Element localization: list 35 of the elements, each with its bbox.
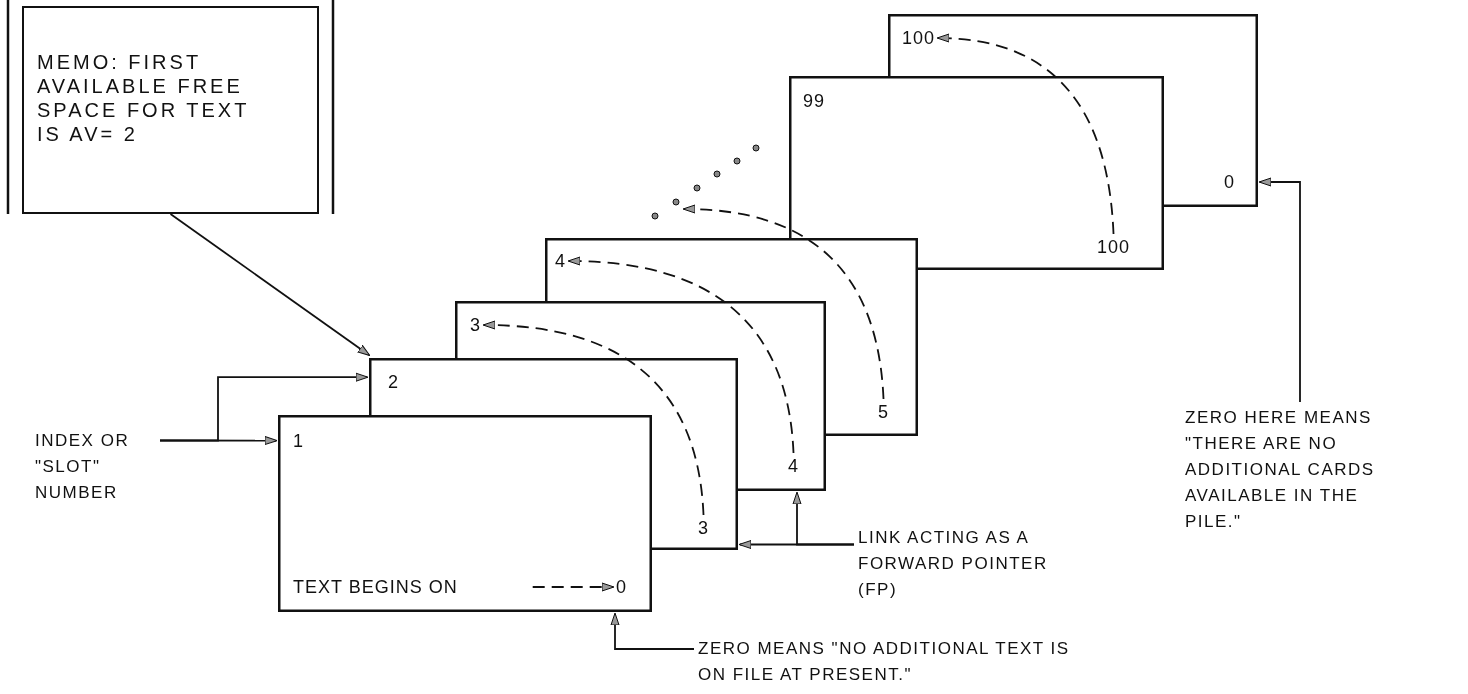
index-card bbox=[789, 76, 1164, 270]
index-card bbox=[455, 301, 826, 491]
card-number: 99 bbox=[803, 90, 826, 112]
arrow bbox=[159, 372, 369, 442]
dashed-arrow bbox=[567, 256, 795, 454]
card-text: TEXT BEGINS ON bbox=[293, 576, 458, 598]
card-number: 1 bbox=[293, 430, 304, 452]
arrow bbox=[610, 612, 695, 650]
card-number: 2 bbox=[388, 371, 399, 393]
card-number: 4 bbox=[788, 455, 799, 477]
index-card bbox=[545, 238, 918, 436]
dashed-arrow bbox=[682, 205, 885, 400]
dashed-arrow bbox=[531, 582, 615, 592]
card-number: 4 bbox=[555, 250, 566, 272]
card-number: 100 bbox=[902, 27, 936, 49]
card-number: 5 bbox=[878, 401, 889, 423]
index-card bbox=[278, 415, 652, 612]
dashed-arrow bbox=[936, 34, 1115, 235]
arrow bbox=[792, 491, 855, 546]
memo-text: MEMO: FIRST AVAILABLE FREE SPACE FOR TEXT IS AV= 2 bbox=[37, 50, 251, 146]
arrow bbox=[169, 213, 371, 357]
card-number: 0 bbox=[1224, 171, 1235, 193]
annotation-text: INDEX OR "SLOT" NUMBER bbox=[35, 428, 160, 506]
dashed-arrow bbox=[482, 320, 705, 516]
annotation-text: ZERO MEANS "NO ADDITIONAL TEXT IS ON FILE AT PRESENT." bbox=[698, 636, 1083, 688]
card-number: 3 bbox=[470, 314, 481, 336]
annotation-text: ZERO HERE MEANS "THERE ARE NO ADDITIONAL CARDS AVAILABLE IN THE PILE." bbox=[1185, 405, 1405, 535]
card-number: 3 bbox=[698, 517, 709, 539]
annotation-text: LINK ACTING AS A FORWARD POINTER (FP) bbox=[858, 525, 1083, 603]
index-card bbox=[369, 358, 738, 550]
index-card bbox=[888, 14, 1258, 207]
card-number: 100 bbox=[1097, 236, 1131, 258]
card-number: 0 bbox=[616, 576, 627, 598]
arrow bbox=[1258, 177, 1301, 403]
memo-card bbox=[22, 6, 319, 214]
